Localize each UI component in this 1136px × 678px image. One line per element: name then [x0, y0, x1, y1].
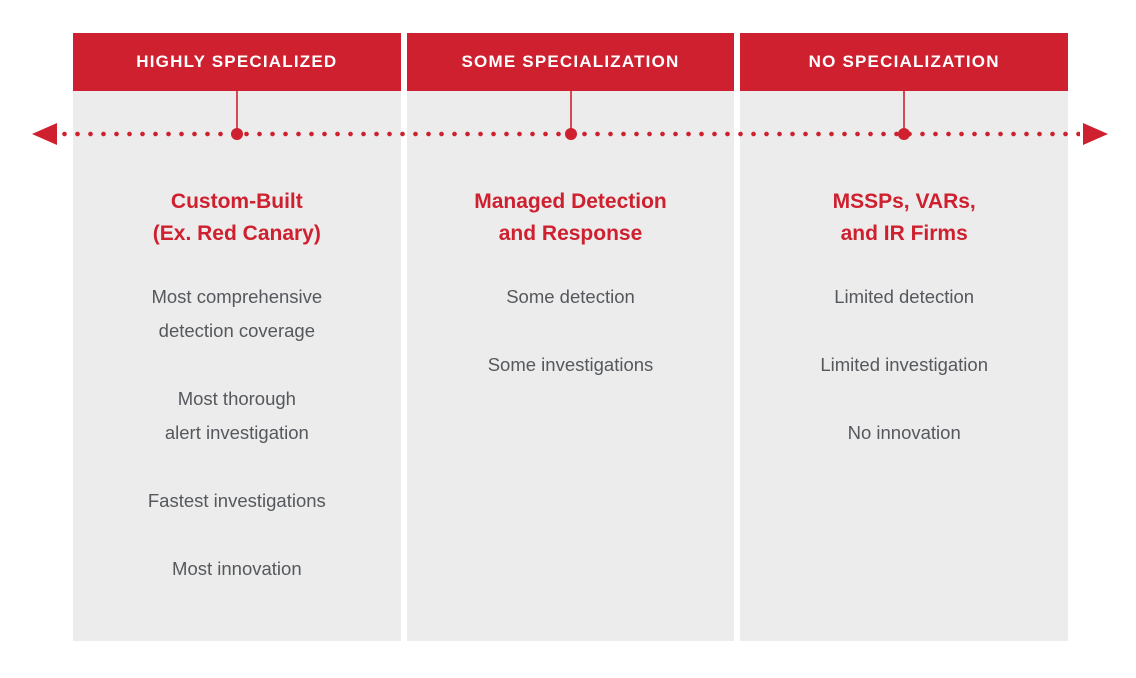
- column-title-line: Managed Detection: [474, 190, 667, 213]
- column-header: NO SPECIALIZATION: [740, 33, 1069, 91]
- feature-item: No innovation: [740, 416, 1068, 450]
- arrow-right-icon: [1083, 123, 1108, 145]
- feature-item: Most comprehensive detection coverage: [73, 280, 401, 348]
- connector-line: [903, 91, 906, 129]
- column-body: Custom-Built (Ex. Red Canary) Most compr…: [73, 91, 401, 641]
- column-title: Custom-Built (Ex. Red Canary): [73, 186, 401, 250]
- feature-item: Fastest investigations: [73, 484, 401, 518]
- column-title-line: MSSPs, VARs,: [832, 190, 976, 213]
- column-title-line: and IR Firms: [840, 222, 968, 245]
- feature-line: Some detection: [506, 286, 635, 307]
- column-title: Managed Detection and Response: [407, 186, 735, 250]
- column-header-label: SOME SPECIALIZATION: [461, 52, 680, 71]
- column-no-specialization: NO SPECIALIZATION MSSPs, VARs, and IR Fi…: [740, 33, 1069, 641]
- arrow-left-icon: [32, 123, 57, 145]
- dotted-axis-line: [58, 131, 1080, 137]
- feature-line: alert investigation: [164, 422, 309, 443]
- feature-list: Some detection Some investigations: [407, 280, 735, 382]
- connector-line: [569, 91, 572, 129]
- column-title: MSSPs, VARs, and IR Firms: [740, 186, 1068, 250]
- feature-item: Most innovation: [73, 552, 401, 586]
- column-header-label: NO SPECIALIZATION: [808, 52, 1000, 71]
- feature-line: Most comprehensive: [151, 286, 323, 307]
- column-header: HIGHLY SPECIALIZED: [73, 33, 401, 91]
- feature-line: Most thorough: [177, 388, 296, 409]
- feature-list: Limited detection Limited investigation …: [740, 280, 1068, 450]
- feature-item: Some investigations: [407, 348, 735, 382]
- column-body: MSSPs, VARs, and IR Firms Limited detect…: [740, 91, 1069, 641]
- column-header-label: HIGHLY SPECIALIZED: [136, 52, 338, 71]
- column-highly-specialized: HIGHLY SPECIALIZED Custom-Built (Ex. Red…: [73, 33, 401, 641]
- connector-line: [235, 91, 238, 129]
- feature-line: Limited investigation: [820, 354, 988, 375]
- feature-item: Limited detection: [740, 280, 1068, 314]
- feature-item: Limited investigation: [740, 348, 1068, 382]
- feature-line: No innovation: [847, 422, 961, 443]
- feature-item: Most thorough alert investigation: [73, 382, 401, 450]
- feature-line: Fastest investigations: [147, 490, 326, 511]
- column-title-line: and Response: [498, 222, 643, 245]
- feature-line: Some investigations: [487, 354, 654, 375]
- column-some-specialization: SOME SPECIALIZATION Managed Detection an…: [406, 33, 735, 641]
- feature-list: Most comprehensive detection coverage Mo…: [73, 280, 401, 586]
- feature-line: detection coverage: [158, 320, 315, 341]
- column-body: Managed Detection and Response Some dete…: [406, 91, 735, 641]
- feature-item: Some detection: [407, 280, 735, 314]
- column-header: SOME SPECIALIZATION: [406, 33, 735, 91]
- columns-container: HIGHLY SPECIALIZED Custom-Built (Ex. Red…: [73, 33, 1069, 641]
- column-title-line: Custom-Built: [170, 190, 303, 213]
- column-title-line: (Ex. Red Canary): [152, 222, 321, 245]
- feature-line: Limited detection: [834, 286, 975, 307]
- feature-line: Most innovation: [172, 558, 302, 579]
